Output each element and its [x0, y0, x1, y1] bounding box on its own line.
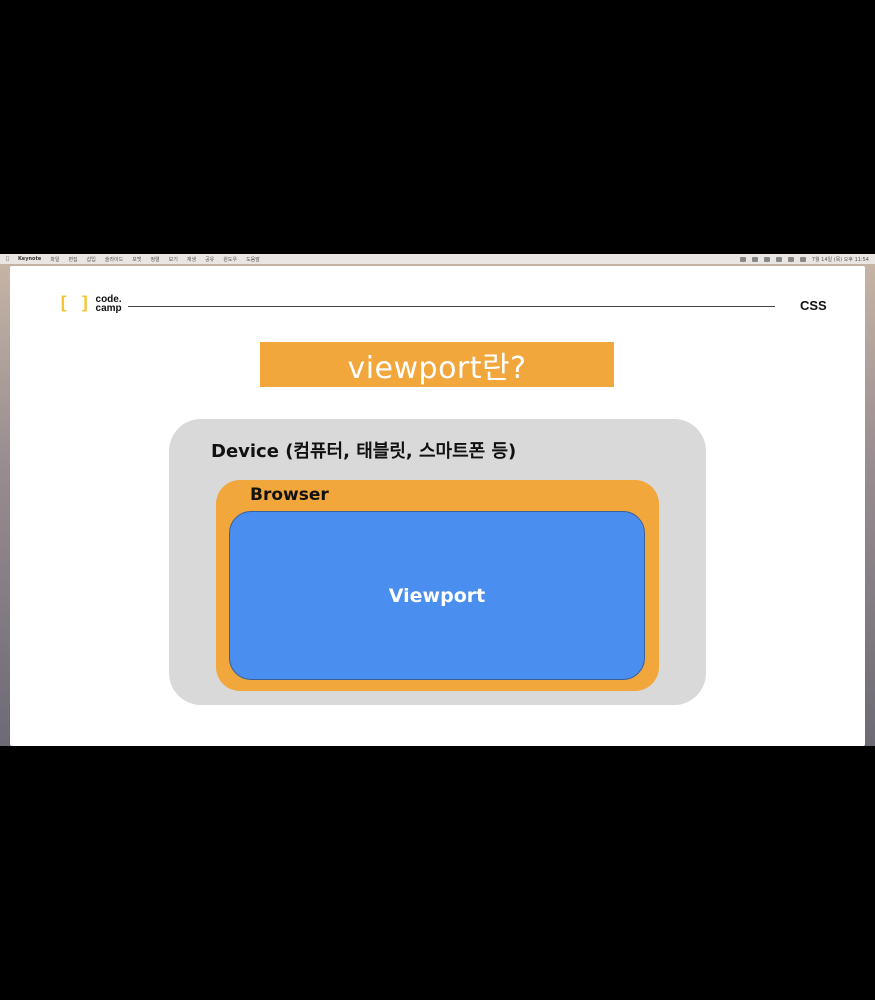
menu-item-format[interactable]: 포맷 [129, 256, 141, 263]
menu-item-file[interactable]: 파일 [47, 256, 59, 263]
menu-clock[interactable]: 7월 14일 (목) 오후 11:54 [811, 256, 869, 263]
logo: [ ] code. camp [58, 293, 122, 314]
menu-item-arrange[interactable]: 정렬 [147, 256, 159, 263]
logo-text-line2: camp [95, 303, 122, 314]
device-label: Device (컴퓨터, 태블릿, 스마트폰 등) [211, 441, 517, 462]
menu-item-slide[interactable]: 슬라이드 [101, 256, 123, 263]
apple-icon[interactable]:  [6, 256, 9, 262]
menu-item-edit[interactable]: 편집 [65, 256, 77, 263]
menu-item-help[interactable]: 도움말 [243, 256, 260, 263]
menu-item-insert[interactable]: 삽입 [83, 256, 96, 263]
device-box: Device (컴퓨터, 태블릿, 스마트폰 등) Browser Viewpo… [169, 419, 706, 705]
header-divider [128, 306, 775, 307]
search-icon[interactable] [799, 256, 806, 262]
wifi-icon[interactable] [787, 256, 794, 262]
menu-item-share[interactable]: 공유 [202, 256, 214, 263]
viewport-label: Viewport [388, 584, 486, 607]
status-icon[interactable] [751, 256, 758, 262]
menu-app-name[interactable]: Keynote [15, 256, 41, 262]
status-icon[interactable] [775, 256, 782, 262]
menu-bar:  Keynote 파일 편집 삽입 슬라이드 포맷 정렬 보기 재생 공유 윈… [0, 254, 875, 264]
slide-title: viewport란? [347, 350, 527, 386]
viewport-box: Viewport [229, 511, 645, 680]
status-icon[interactable] [739, 256, 746, 262]
menu-item-window[interactable]: 윈도우 [220, 256, 237, 263]
screen:  Keynote 파일 편집 삽입 슬라이드 포맷 정렬 보기 재생 공유 윈… [0, 254, 875, 746]
menu-item-view[interactable]: 보기 [165, 256, 178, 263]
logo-bracket-icon: [ ] [58, 293, 91, 314]
status-icon[interactable] [763, 256, 770, 262]
slide-canvas: [ ] code. camp CSS viewport란? Device (컴퓨… [10, 266, 865, 746]
browser-label: Browser [250, 485, 329, 505]
section-label: CSS [800, 298, 827, 313]
menu-item-play[interactable]: 재생 [183, 256, 196, 263]
title-banner: viewport란? [260, 342, 614, 387]
browser-box: Browser Viewport [216, 480, 659, 691]
logo-text-line1: code. [95, 294, 122, 305]
